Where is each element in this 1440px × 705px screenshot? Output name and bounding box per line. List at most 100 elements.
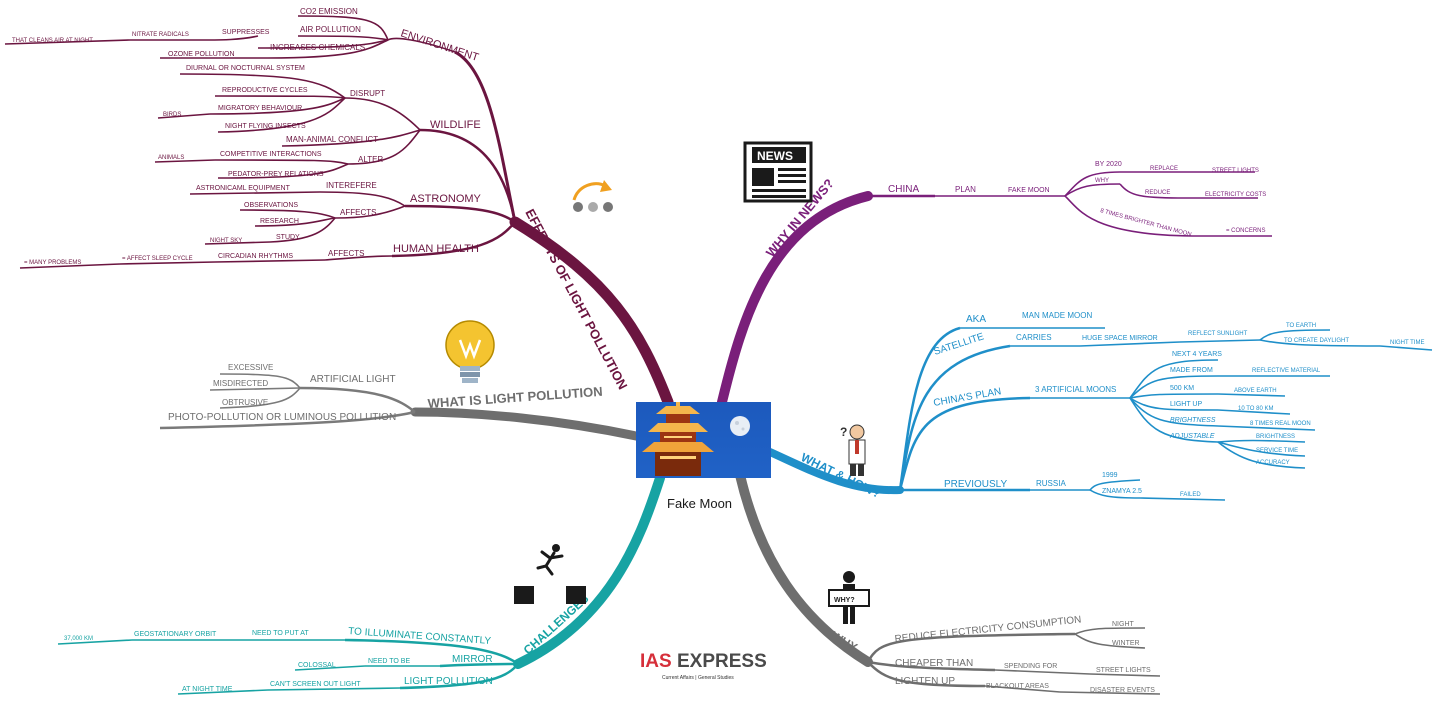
label-cant-screen: CAN'T SCREEN OUT LIGHT	[270, 681, 361, 688]
label-need-put: NEED TO PUT AT	[252, 630, 309, 637]
label-500km: 500 KM	[1170, 385, 1194, 392]
lightbulb-icon	[445, 320, 495, 383]
challenges-labels: CHALLENGES TO ILLUMINATE CONSTANTLY NEED…	[64, 592, 591, 693]
label-excessive: EXCESSIVE	[228, 363, 273, 372]
label-8-times: 8 TIMES REAL MOON	[1250, 421, 1311, 427]
label-challenge-light-pollution: LIGHT POLLUTION	[404, 676, 493, 687]
label-winter: WINTER	[1112, 640, 1140, 647]
label-china: CHINA	[888, 184, 919, 195]
label-service: SERVICE TIME	[1256, 448, 1298, 454]
what-is-subtree	[159, 373, 416, 430]
label-human-health: HUMAN HEALTH	[393, 243, 479, 255]
branch-what-is-trunk	[410, 407, 641, 441]
label-37000: 37,000 KM	[64, 636, 93, 642]
svg-text:?: ?	[840, 425, 847, 439]
label-suppresses: SUPPRESSES	[222, 29, 270, 36]
label-observations: OBSERVATIONS	[244, 202, 298, 209]
label-cheaper: CHEAPER THAN	[895, 658, 973, 669]
label-electricity: ELECTRICITY COSTS	[1205, 192, 1266, 198]
label-nitrate: NITRATE RADICALS	[132, 32, 189, 38]
label-moons: 3 ARTIFICIAL MOONS	[1035, 385, 1116, 394]
pagoda-illustration	[642, 402, 714, 476]
effects-subtree	[4, 15, 517, 269]
label-reduce: REDUCE	[1145, 190, 1170, 196]
label-man-made: MAN MADE MOON	[1022, 311, 1092, 320]
label-10-80: 10 TO 80 KM	[1238, 406, 1273, 412]
question-person-icon: ?	[840, 424, 866, 476]
label-conflict: MAN-ANIMAL CONFLICT	[286, 135, 378, 144]
label-astronomy: ASTRONOMY	[410, 193, 482, 205]
label-astronomy-affects: AFFECTS	[340, 208, 376, 217]
label-night-time: NIGHT TIME	[1390, 340, 1424, 346]
branch-why-trunk	[735, 470, 873, 667]
why-sign-person-icon: WHY?	[828, 571, 870, 624]
label-increases: INCREASES CHEMICALS	[270, 43, 365, 52]
label-problems: = MANY PROBLEMS	[24, 260, 81, 266]
label-need-be: NEED TO BE	[368, 658, 410, 665]
label-plan: PLAN	[955, 185, 976, 194]
label-circadian: CIRCADIAN RHYTHMS	[218, 253, 293, 260]
label-fake-moon: FAKE MOON	[1008, 187, 1050, 194]
label-adjustable: ADJUSTABLE	[1169, 433, 1215, 440]
label-night-sky: NIGHT SKY	[210, 238, 242, 244]
label-reflect: REFLECT SUNLIGHT	[1188, 331, 1248, 337]
branch-effects-trunk	[509, 216, 674, 408]
logo-tagline: Current Affairs | General Studies	[662, 675, 734, 681]
why-labels: WHY REDUCE ELECTRICITY CONSUMPTION NIGHT…	[829, 614, 1156, 694]
label-animals: ANIMALS	[158, 155, 184, 161]
label-equipment: ASTRONICAML EQUIPMENT	[196, 185, 291, 192]
label-brightness: BRIGHTNESS	[1170, 417, 1216, 424]
label-why-street-lights: STREET LIGHTS	[1096, 667, 1151, 674]
label-interfere: INTEREFERE	[326, 181, 377, 190]
label-wildlife: WILDLIFE	[430, 119, 481, 131]
label-ozone: OZONE POLLUTION	[168, 51, 235, 58]
label-made-from: MADE FROM	[1170, 367, 1213, 374]
label-street-lights: STREET LIGHTS	[1212, 168, 1259, 174]
label-blackout: BLACKOUT AREAS	[986, 683, 1049, 690]
label-night-time-challenge: AT NIGHT TIME	[182, 686, 233, 693]
why-subtree	[866, 627, 1161, 695]
label-carries: CARRIES	[1016, 333, 1052, 342]
label-lighten: LIGHTEN UP	[895, 676, 955, 687]
label-co2: CO2 EMISSION	[300, 7, 358, 16]
label-adj-brightness: BRIGHTNESS	[1256, 434, 1295, 440]
central-label: Fake Moon	[667, 496, 732, 511]
label-why: WHY	[1095, 178, 1109, 184]
label-what-how: WHAT & HOW?	[799, 450, 883, 501]
label-spending: SPENDING FOR	[1004, 663, 1057, 670]
label-mirror: HUGE SPACE MIRROR	[1082, 335, 1158, 342]
label-health-affects: AFFECTS	[328, 249, 364, 258]
jumping-person-icon	[514, 544, 586, 604]
what-how-subtree	[898, 326, 1433, 501]
label-alter: ALTER	[358, 155, 383, 164]
logo-express: EXPRESS	[677, 651, 767, 672]
label-predator: PEDATOR-PREY RELATIONS	[228, 171, 324, 178]
label-geo: GEOSTATIONARY ORBIT	[134, 631, 217, 638]
label-next4: NEXT 4 YEARS	[1172, 351, 1222, 358]
label-previously: PREVIOUSLY	[944, 479, 1007, 490]
what-how-labels: WHAT & HOW? AKA MAN MADE MOON SATELLITE …	[799, 311, 1425, 501]
label-daylight: TO CREATE DAYLIGHT	[1284, 338, 1349, 344]
ias-express-logo: IAS EXPRESS Current Affairs | General St…	[640, 651, 767, 681]
effects-labels: ENVIRONMENT CO2 EMISSION AIR POLLUTION S…	[12, 7, 631, 392]
label-reflective: REFLECTIVE MATERIAL	[1252, 368, 1321, 374]
label-disaster: DISASTER EVENTS	[1090, 687, 1155, 694]
label-challenge-mirror: MIRROR	[452, 654, 493, 665]
label-competitive: COMPETITIVE INTERACTIONS	[220, 151, 322, 158]
label-reduce-electricity: REDUCE ELECTRICITY CONSUMPTION	[894, 614, 1082, 645]
logo-ias: IAS	[640, 651, 672, 672]
svg-text:WHY?: WHY?	[834, 597, 855, 604]
label-accuracy: ACCURACY	[1256, 460, 1290, 466]
label-study: STUDY	[276, 234, 300, 241]
label-failed: FAILED	[1180, 492, 1201, 498]
svg-text:NEWS: NEWS	[757, 149, 793, 163]
label-misdirected: MISDIRECTED	[213, 379, 268, 388]
label-reproductive: REPRODUCTIVE CYCLES	[222, 87, 308, 94]
label-light-up: LIGHT UP	[1170, 401, 1202, 408]
label-aka: AKA	[966, 314, 986, 325]
label-night: NIGHT	[1112, 621, 1135, 628]
label-sleep: = AFFECT SLEEP CYCLE	[122, 256, 193, 262]
label-obtrusive: OBTRUSIVE	[222, 398, 268, 407]
what-is-labels: WHAT IS LIGHT POLLUTION ARTIFICIAL LIGHT…	[168, 363, 603, 423]
